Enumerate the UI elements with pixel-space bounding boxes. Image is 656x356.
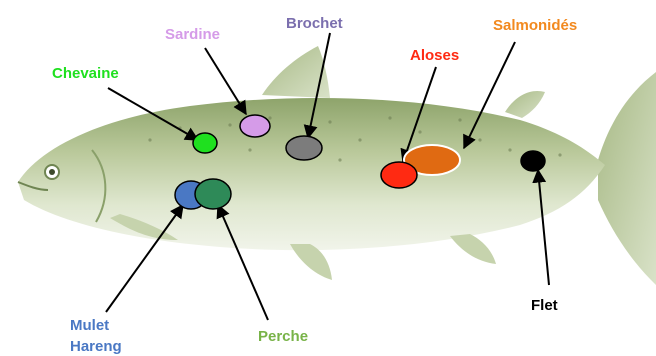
dot-flet xyxy=(521,151,545,171)
label-brochet: Brochet xyxy=(286,15,343,32)
label-salmonides: Salmonidés xyxy=(493,17,577,34)
label-sardine: Sardine xyxy=(165,26,220,43)
label-mulet: Mulet xyxy=(70,317,109,334)
dot-brochet xyxy=(286,136,322,160)
dorsal-fin xyxy=(262,46,330,98)
adipose-fin xyxy=(505,91,545,118)
label-chevaine: Chevaine xyxy=(52,65,119,82)
label-flet: Flet xyxy=(531,297,558,314)
dot-aloses xyxy=(381,162,417,188)
label-perche: Perche xyxy=(258,328,308,345)
anal-fin xyxy=(450,234,496,264)
fish-pupil xyxy=(49,169,55,175)
label-hareng: Hareng xyxy=(70,338,122,355)
dot-perche xyxy=(195,179,231,209)
label-aloses: Aloses xyxy=(410,47,459,64)
tail-fin xyxy=(598,72,656,285)
dot-chevaine xyxy=(193,133,217,153)
dot-sardine xyxy=(240,115,270,137)
